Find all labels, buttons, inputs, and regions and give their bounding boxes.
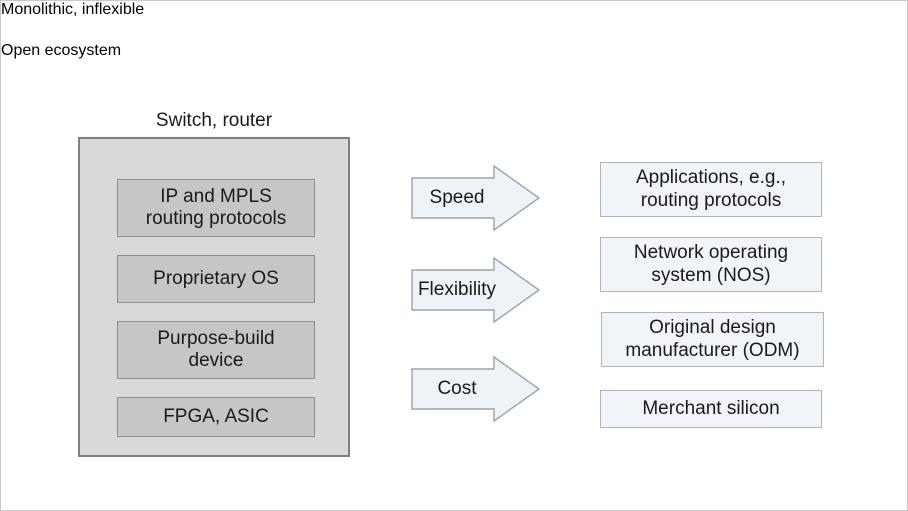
ecosystem-box-2-line2: manufacturer (ODM)	[625, 339, 800, 361]
monolithic-box-fpga-asic: FPGA, ASIC	[117, 397, 315, 437]
monolithic-box-1-line1: Proprietary OS	[153, 267, 279, 289]
arrow-flexibility: Flexibility	[411, 257, 541, 323]
ecosystem-box-network-operating-system: Network operating system (NOS)	[600, 237, 822, 292]
left-column-header-text: Monolithic, inflexible	[1, 1, 145, 18]
ecosystem-box-original-design-manufacturer: Original design manufacturer (ODM)	[601, 312, 824, 367]
ecosystem-box-0-line2: routing protocols	[640, 189, 782, 211]
arrow-cost: Cost	[411, 356, 541, 422]
monolithic-box-ip-and-mpls: IP and MPLS routing protocols	[117, 179, 315, 237]
monolithic-box-0-line1: IP and MPLS	[160, 185, 272, 207]
ecosystem-box-2-line1: Original design	[649, 316, 776, 338]
monolithic-box-0-line2: routing protocols	[145, 208, 287, 229]
right-arrow-icon	[411, 356, 541, 422]
ecosystem-box-merchant-silicon: Merchant silicon	[600, 390, 822, 428]
switch-router-caption: Switch, router	[155, 109, 273, 131]
monolithic-box-2-line1: Purpose-build	[157, 327, 275, 349]
ecosystem-box-0-line1: Applications, e.g.,	[636, 166, 786, 188]
ecosystem-box-1-line1: Network operating	[633, 241, 789, 263]
monolithic-box-2-line2: device	[188, 350, 244, 371]
right-column-header: Open ecosystem	[1, 42, 372, 83]
right-column-header-text: Open ecosystem	[1, 42, 122, 59]
monolithic-stack-panel: IP and MPLS routing protocols Proprietar…	[78, 137, 350, 457]
right-arrow-icon	[411, 257, 541, 323]
monolithic-box-proprietary-os: Proprietary OS	[117, 255, 315, 303]
ecosystem-box-applications: Applications, e.g., routing protocols	[600, 162, 822, 217]
arrow-speed: Speed	[411, 165, 541, 231]
left-column-header: Monolithic, inflexible	[1, 1, 373, 42]
monolithic-box-purpose-build-device: Purpose-build device	[117, 321, 315, 379]
monolithic-box-3-line1: FPGA, ASIC	[163, 405, 269, 427]
ecosystem-box-1-line2: system (NOS)	[651, 264, 771, 286]
ecosystem-box-3-line1: Merchant silicon	[642, 397, 780, 419]
right-arrow-icon	[411, 165, 541, 231]
